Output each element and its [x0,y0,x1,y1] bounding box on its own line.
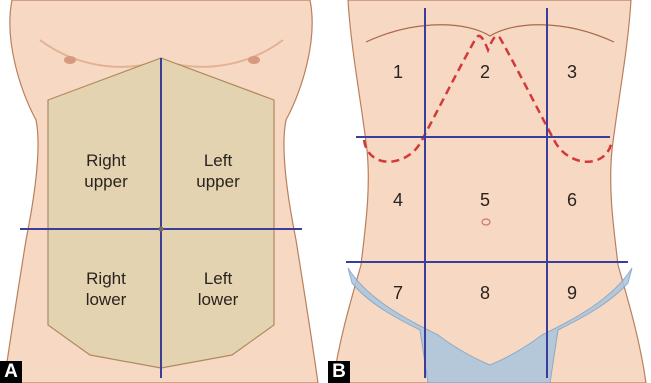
umbilicus [159,227,164,232]
region-6: 6 [560,190,584,211]
quadrant-label-line1: Right [66,150,146,171]
quadrant-right-lower: Right lower [66,268,146,310]
region-2: 2 [473,62,497,83]
torso-illustration-a [0,0,323,383]
quadrant-label-line2: upper [178,171,258,192]
region-1: 1 [386,62,410,83]
nipple-right [64,56,76,64]
region-7: 7 [386,283,410,304]
region-9: 9 [560,283,584,304]
region-3: 3 [560,62,584,83]
region-5: 5 [473,190,497,211]
quadrant-label-line1: Left [178,150,258,171]
quadrant-label-line1: Left [178,268,258,289]
panel-letter-a: A [0,361,22,383]
quadrant-label-line2: lower [178,289,258,310]
quadrant-right-upper: Right upper [66,150,146,192]
quadrant-label-line2: upper [66,171,146,192]
panel-b-regions: 1 2 3 4 5 6 7 8 9 B [328,0,651,383]
nipple-left [248,56,260,64]
quadrant-left-lower: Left lower [178,268,258,310]
panel-a-quadrants: Right upper Left upper Right lower Left … [0,0,323,383]
region-4: 4 [386,190,410,211]
quadrant-label-line2: lower [66,289,146,310]
quadrant-left-upper: Left upper [178,150,258,192]
quadrant-label-line1: Right [66,268,146,289]
region-8: 8 [473,283,497,304]
panel-letter-b: B [328,361,350,383]
